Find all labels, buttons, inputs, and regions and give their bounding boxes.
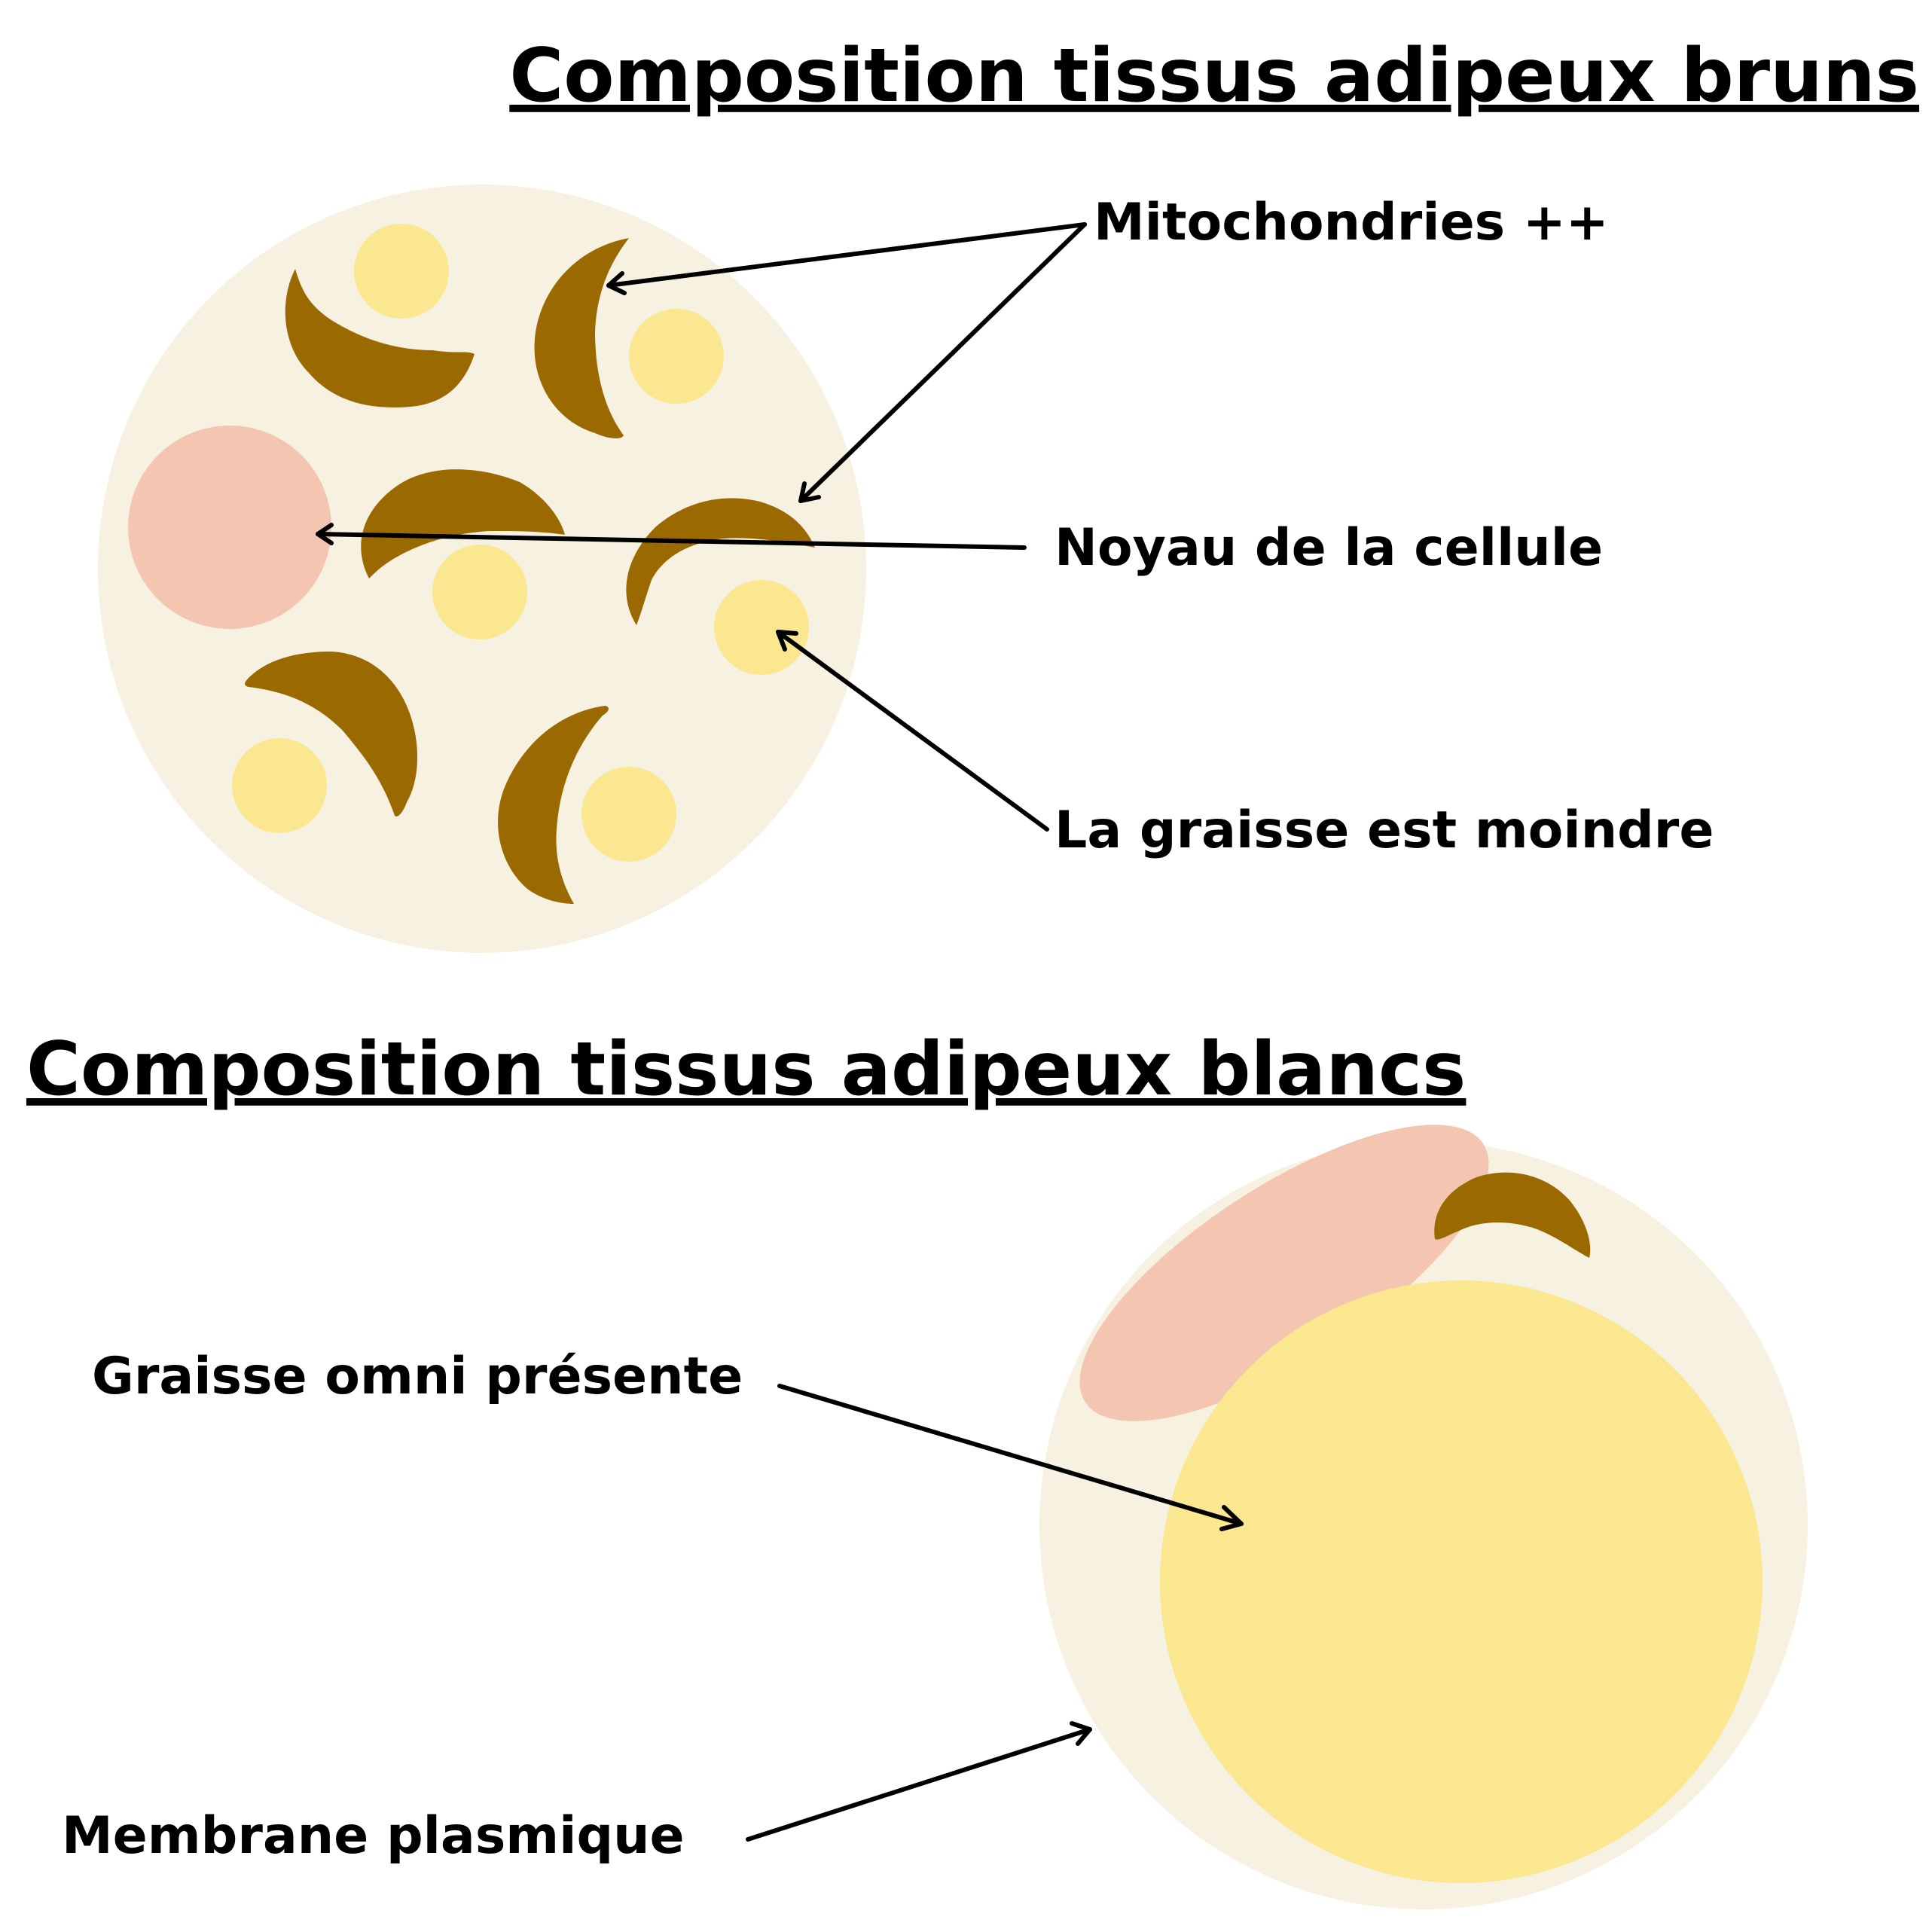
fat-white-label: Graisse omni présente <box>92 1347 743 1406</box>
mitochondrion <box>498 706 609 904</box>
membrane-label: Membrane plasmique <box>62 1806 685 1866</box>
mitochondrion <box>1434 1172 1591 1258</box>
brown-fat-droplet <box>581 767 676 862</box>
white-section-title: Composition tissus adipeux blancs <box>26 1027 1466 1113</box>
annotation-arrows <box>316 222 1244 1842</box>
white-fat-droplet <box>1160 1280 1763 1883</box>
brown-fat-droplet <box>354 224 449 319</box>
brown-fat-droplet <box>629 309 724 404</box>
fat-brown-label: La graisse est moindre <box>1055 801 1714 860</box>
brown-cell-nucleus <box>128 426 331 629</box>
arrowhead <box>1219 1505 1244 1531</box>
mitochondrion <box>626 498 815 625</box>
arrowhead <box>316 523 334 545</box>
arrow-membrane <box>746 1727 1092 1842</box>
arrow-mitochondria-2 <box>798 222 1087 503</box>
brown-fat-droplet <box>714 580 809 675</box>
arrow-fat-brown <box>776 630 1049 832</box>
white-cell-nucleus <box>1079 1125 1489 1421</box>
arrowhead <box>1070 1721 1092 1746</box>
arrow-mitochondria-1 <box>606 222 1087 288</box>
mitochondrion <box>245 652 418 817</box>
mitochondrion <box>361 469 565 578</box>
arrow-nucleus <box>316 532 1027 550</box>
nucleus-label: Noyau de la cellule <box>1055 518 1603 578</box>
mitochondrion <box>285 269 475 407</box>
mitochondrion <box>534 238 629 438</box>
arrow-fat-white <box>777 1384 1244 1526</box>
arrowhead <box>798 481 821 503</box>
brown-section-title: Composition tissus adipeux bruns <box>509 33 1919 119</box>
mitochondria-label: Mitochondries ++ <box>1094 193 1609 252</box>
brown-fat-droplet <box>432 545 527 639</box>
arrowhead <box>776 630 798 652</box>
brown-adipose-cell <box>98 185 866 953</box>
white-adipose-cell <box>1039 1125 1808 1909</box>
brown-fat-droplet <box>232 738 327 833</box>
arrowhead <box>606 271 627 295</box>
